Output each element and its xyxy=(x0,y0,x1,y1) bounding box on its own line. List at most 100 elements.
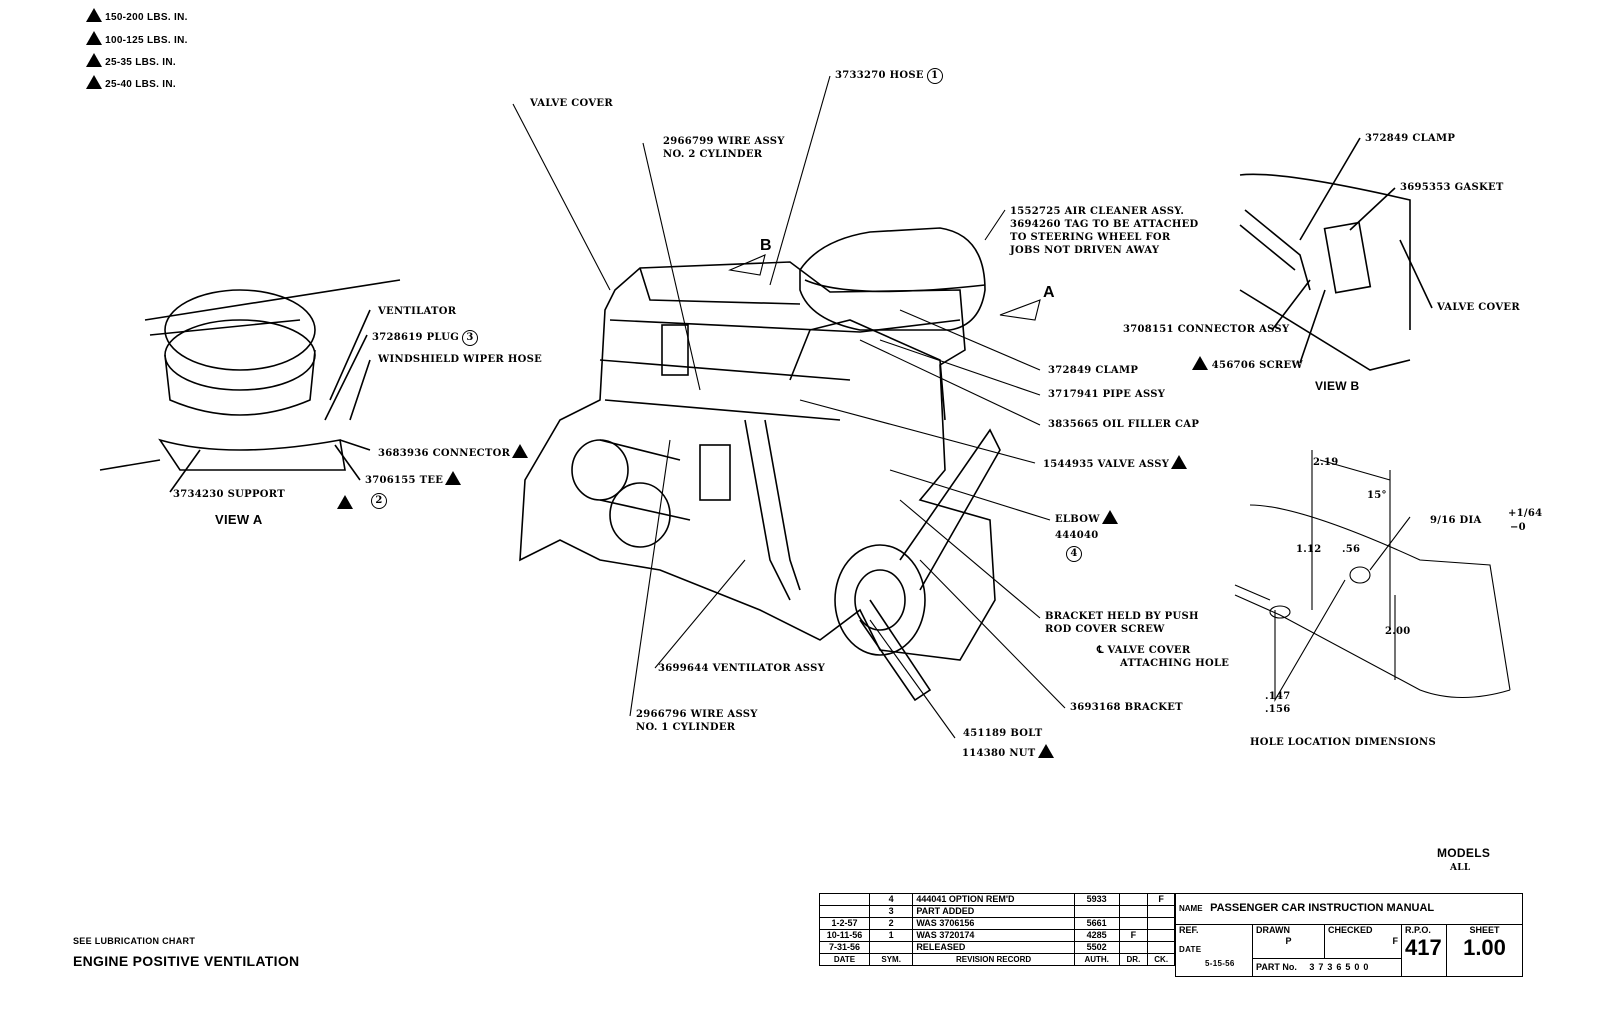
dim-1-12: 1.12 xyxy=(1296,544,1322,555)
cell-auth xyxy=(1073,905,1120,918)
dim-147: .147 xyxy=(1265,691,1291,702)
ventilator-pipe xyxy=(744,319,946,601)
note-circle: 1 xyxy=(926,68,943,84)
label-text: 456706 SCREW xyxy=(1211,360,1303,371)
cell-record: 444041 OPTION REM'D xyxy=(912,893,1075,906)
label-wire-2b: NO. 2 CYLINDER xyxy=(663,149,763,160)
legend-item: 100-125 LBS. IN. xyxy=(84,31,188,47)
cell-record: PART ADDED xyxy=(912,905,1075,918)
label-wire-2a: 2966799 WIRE ASSY xyxy=(663,136,785,147)
date-label: DATE xyxy=(1179,945,1202,954)
dim-56: .56 xyxy=(1342,544,1361,555)
torque-triangle-icon xyxy=(1101,510,1118,524)
cell-ck: F xyxy=(1147,893,1175,906)
view-b-gasket: 3695353 GASKET xyxy=(1400,182,1504,193)
cell-dr xyxy=(1118,893,1149,906)
torque-triangle-icon xyxy=(445,471,462,485)
torque-triangle-icon xyxy=(86,75,102,89)
label-text: 3728619 PLUG xyxy=(372,332,460,343)
torque-triangle-icon xyxy=(86,31,102,45)
fan xyxy=(834,428,1001,702)
distributor xyxy=(661,324,731,501)
view-b-clamp: 372849 CLAMP xyxy=(1365,133,1456,144)
label-text: 114380 NUT xyxy=(962,748,1036,759)
view-b-title: VIEW B xyxy=(1315,379,1360,393)
label-air-b: 3694260 TAG TO BE ATTACHED xyxy=(1010,219,1199,230)
view-b-valve-cover: VALVE COVER xyxy=(1437,302,1520,313)
torque-triangle-icon xyxy=(335,495,353,511)
dim-dia: 9/16 DIA xyxy=(1430,515,1482,526)
drawn-label: DRAWN xyxy=(1256,924,1290,935)
sheet-label: SHEET xyxy=(1469,924,1500,935)
title-block: NAME PASSENGER CAR INSTRUCTION MANUAL RE… xyxy=(1175,893,1523,978)
label-wire-1b: NO. 1 CYLINDER xyxy=(636,722,736,733)
dim-tol-minus: −0 xyxy=(1510,522,1526,533)
generator xyxy=(571,439,691,548)
cell-date: 1-2-57 xyxy=(819,917,870,930)
cell-date: 7-31-56 xyxy=(819,941,870,954)
cell-dr xyxy=(1118,905,1149,918)
label-text: 3706155 TEE xyxy=(365,475,444,486)
cell-record: WAS 3706156 xyxy=(912,917,1075,930)
dim-tol-plus: +1/64 xyxy=(1508,508,1543,519)
label-bracket2: 3693168 BRACKET xyxy=(1070,702,1183,713)
torque-triangle-icon xyxy=(86,53,102,67)
label-nut: 114380 NUT xyxy=(962,744,1054,760)
dim-2-19: 2.19 xyxy=(1313,457,1339,468)
view-b-arrow-label: B xyxy=(760,237,772,254)
label-air-d: JOBS NOT DRIVEN AWAY xyxy=(1010,245,1160,256)
cell-record: WAS 3720174 xyxy=(912,929,1075,942)
torque-triangle-icon xyxy=(1037,744,1054,758)
cell-dr xyxy=(1118,941,1149,954)
rpo-value: 417 xyxy=(1405,934,1442,960)
view-a-tee: 3706155 TEE xyxy=(365,471,462,487)
legend-item: 25-40 LBS. IN. xyxy=(84,75,176,91)
note-number: 2 xyxy=(371,493,387,509)
view-b-screw: 456706 SCREW xyxy=(1190,356,1303,372)
cell-ck xyxy=(1147,941,1175,954)
col-sym: SYM. xyxy=(868,953,914,966)
checked-label: CHECKED xyxy=(1328,924,1373,935)
legend-text: 25-40 LBS. IN. xyxy=(105,79,176,90)
note-number: 4 xyxy=(1066,546,1082,562)
label-ventilator: 3699644 VENTILATOR ASSY xyxy=(658,663,826,674)
view-a-hose: WINDSHIELD WIPER HOSE xyxy=(378,354,543,365)
cell-auth: 5661 xyxy=(1073,917,1120,930)
label-pipe: 3717941 PIPE ASSY xyxy=(1048,389,1166,400)
cell-date: 10-11-56 xyxy=(819,929,870,942)
view-a-arrow-label: A xyxy=(1043,284,1055,301)
legend-item: 150-200 LBS. IN. xyxy=(84,8,188,24)
label-air-a: 1552725 AIR CLEANER ASSY. xyxy=(1010,206,1185,217)
cell-auth: 5933 xyxy=(1073,893,1120,906)
label-text: 3683936 CONNECTOR xyxy=(378,448,511,459)
date-value: 5-15-56 xyxy=(1205,959,1235,968)
rpo-label: R.P.O. xyxy=(1405,924,1431,935)
cell-ck xyxy=(1147,929,1175,942)
part-label: PART No. xyxy=(1256,962,1297,972)
label-air-c: TO STEERING WHEEL FOR xyxy=(1010,232,1171,243)
cell-sym: 2 xyxy=(868,917,914,930)
name-label: NAME xyxy=(1179,904,1203,914)
dim-156: .156 xyxy=(1265,704,1291,715)
cell-auth: 4285 xyxy=(1073,929,1120,942)
view-a-ventilator: VENTILATOR xyxy=(378,306,457,317)
cell-dr xyxy=(1118,917,1149,930)
label-text: 3733270 HOSE xyxy=(835,70,924,81)
torque-triangle-icon xyxy=(1192,356,1208,370)
torque-triangle-icon xyxy=(512,444,529,458)
label-text: ELBOW xyxy=(1055,514,1100,525)
cell-ck xyxy=(1147,917,1175,930)
col-auth: AUTH. xyxy=(1073,953,1120,966)
view-a-title: VIEW A xyxy=(215,512,263,527)
legend-item: 25-35 LBS. IN. xyxy=(84,53,176,69)
torque-triangle-icon xyxy=(337,495,353,509)
view-a-connector: 3683936 CONNECTOR xyxy=(378,444,529,460)
label-valve: 1544935 VALVE ASSY xyxy=(1043,455,1188,471)
part-value: 3736500 xyxy=(1309,962,1373,972)
sheet-value: 1.00 xyxy=(1463,934,1506,960)
models-value: ALL xyxy=(1450,863,1471,873)
